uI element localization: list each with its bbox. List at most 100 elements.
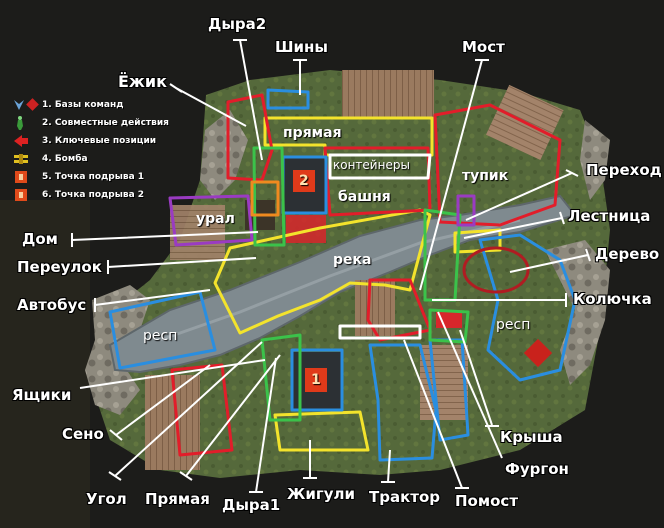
callout-shiny: Шины bbox=[275, 38, 328, 56]
zone-label-ural: урал bbox=[196, 211, 235, 227]
line-dyra2 bbox=[233, 39, 263, 161]
yellow-center bbox=[213, 208, 432, 335]
zone-label-river: река bbox=[333, 252, 372, 268]
line-perekhod bbox=[465, 169, 579, 221]
line-pomost bbox=[403, 339, 469, 489]
callout-derevo: Дерево bbox=[595, 245, 660, 263]
legend-item-key-positions: 3. Ключевые позиции bbox=[12, 132, 169, 150]
blue-right-spawn bbox=[478, 233, 577, 382]
line-ezhik bbox=[169, 83, 247, 127]
red-marker-right bbox=[523, 338, 553, 368]
line-dom bbox=[71, 231, 259, 247]
legend-label: 4. Бомба bbox=[42, 154, 88, 164]
line-most bbox=[419, 59, 489, 291]
bombsite-2-number: 2 bbox=[299, 173, 309, 189]
legend-label: 1. Базы команд bbox=[42, 100, 124, 110]
green-bottom bbox=[260, 333, 302, 422]
line-derevo bbox=[509, 248, 591, 273]
red-top-left bbox=[226, 93, 274, 182]
red-center bbox=[366, 278, 432, 342]
callout-krysha: Крыша bbox=[500, 428, 563, 446]
callout-yashchiki: Ящики bbox=[12, 386, 72, 404]
line-furgon bbox=[437, 311, 503, 459]
legend: 1. Базы команд 2. Совместные действия 3.… bbox=[12, 96, 169, 204]
roof-center bbox=[355, 280, 395, 336]
callout-traktor: Трактор bbox=[369, 488, 441, 506]
zone-label-pryamaya: прямая bbox=[283, 125, 342, 141]
tree-circle bbox=[462, 246, 530, 294]
blue-left-spawn bbox=[108, 290, 217, 370]
line-ugol bbox=[108, 341, 263, 481]
soldier-icon bbox=[12, 115, 42, 131]
blue-bottom bbox=[368, 343, 438, 462]
outer-terrain bbox=[0, 200, 90, 528]
callout-avtobus: Автобус bbox=[17, 296, 87, 314]
blue-site-1 bbox=[290, 348, 344, 412]
bombsite-2-marker bbox=[293, 170, 315, 192]
legend-item-bombsite-2: 6. Точка подрыва 2 bbox=[12, 186, 169, 204]
callout-zhiguli: Жигули bbox=[287, 485, 355, 503]
yellow-bottom bbox=[273, 410, 370, 452]
callout-ezhik: Ёжик bbox=[118, 72, 167, 91]
legend-label: 6. Точка подрыва 2 bbox=[42, 190, 145, 200]
roof-left bbox=[170, 205, 225, 260]
green-left bbox=[252, 146, 286, 247]
line-pereulok bbox=[107, 257, 257, 274]
red-bottom-left bbox=[170, 363, 234, 457]
callout-dom: Дом bbox=[22, 230, 58, 248]
red-top-right bbox=[433, 103, 562, 227]
bombsite-1-icon bbox=[12, 169, 42, 185]
river-highlight bbox=[159, 218, 521, 342]
leader-lines bbox=[71, 39, 591, 493]
bombsite-1-marker bbox=[305, 368, 327, 392]
zone-label-spawn-left: респ bbox=[143, 328, 178, 344]
bombsite-1-number: 1 bbox=[311, 372, 321, 388]
rocks-right-edge bbox=[580, 120, 610, 200]
zone-label-containers: контейнеры bbox=[333, 158, 410, 172]
roof-top bbox=[342, 70, 434, 118]
white-pomost bbox=[338, 324, 422, 340]
zone-label-tower: башня bbox=[338, 189, 391, 205]
purple-ural bbox=[168, 194, 254, 247]
team-bases-icon bbox=[12, 97, 42, 113]
callout-pereulok: Переулок bbox=[17, 258, 102, 276]
legend-label: 2. Совместные действия bbox=[42, 118, 169, 128]
callout-pryamaya: Прямая bbox=[145, 490, 210, 508]
legend-label: 5. Точка подрыва 1 bbox=[42, 172, 145, 182]
line-yashchiki bbox=[79, 359, 266, 389]
line-avtobus bbox=[94, 289, 211, 312]
zone-label-spawn-right: респ bbox=[496, 317, 531, 333]
callout-koluchka: Колючка bbox=[573, 290, 652, 308]
legend-item-bombsite-1: 5. Точка подрыва 1 bbox=[12, 168, 169, 186]
bomb-icon bbox=[12, 151, 42, 167]
zone-label-dead-end: тупик bbox=[462, 168, 509, 184]
line-shiny bbox=[293, 59, 307, 95]
purple-right bbox=[456, 194, 476, 227]
legend-label: 3. Ключевые позиции bbox=[42, 136, 157, 146]
callout-most: Мост bbox=[462, 38, 505, 56]
arrow-icon bbox=[12, 133, 42, 149]
line-zhiguli bbox=[303, 440, 317, 479]
orange-left bbox=[250, 180, 280, 217]
line-pryamaya-bottom bbox=[179, 354, 281, 481]
line-seno bbox=[109, 364, 211, 441]
legend-item-team-bases: 1. Базы команд bbox=[12, 96, 169, 114]
line-lestnitsa bbox=[463, 211, 565, 239]
rocks-right bbox=[545, 240, 610, 385]
rocks-top-left bbox=[200, 110, 248, 200]
callout-seno: Сено bbox=[62, 425, 104, 443]
callout-lestnitsa: Лестница bbox=[568, 207, 651, 225]
callout-perekhod: Переход bbox=[586, 161, 662, 179]
callout-dyra2: Дыра2 bbox=[208, 15, 267, 33]
legend-item-bomb: 4. Бомба bbox=[12, 150, 169, 168]
line-koluchka bbox=[432, 293, 567, 307]
line-traktor bbox=[381, 449, 395, 483]
line-dyra1 bbox=[249, 357, 277, 493]
yellow-right bbox=[453, 228, 502, 254]
callout-dyra1: Дыра1 bbox=[222, 496, 281, 514]
white-containers bbox=[328, 153, 432, 180]
bombsite-2-icon bbox=[12, 187, 42, 203]
blue-top bbox=[266, 88, 310, 110]
